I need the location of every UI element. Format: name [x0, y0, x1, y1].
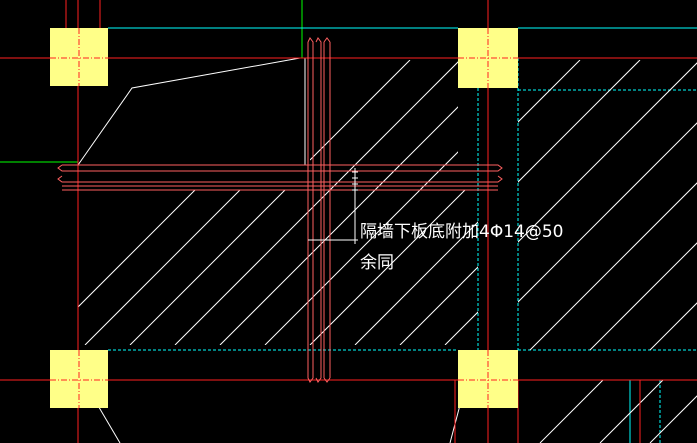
column-bottom-left[interactable]	[50, 350, 108, 408]
ucs-lines	[0, 0, 303, 163]
rebar-annotation-note: 余同	[360, 253, 394, 273]
column-top-left[interactable]	[50, 28, 108, 86]
opening-outline	[77, 57, 306, 166]
rebar-vertical	[307, 37, 331, 383]
column-top-right[interactable]	[458, 28, 518, 88]
slab-hatch-right	[518, 60, 697, 350]
rebar-annotation: 隔墙下板底附加4Φ14@50	[360, 222, 563, 242]
column-bottom-right[interactable]	[458, 350, 518, 408]
slab-hatch-bottom	[539, 380, 697, 443]
annotation-leader	[308, 168, 358, 244]
slab-hatch-left	[78, 190, 478, 345]
slab-hatch-top	[310, 60, 458, 190]
rebar-horizontal	[57, 164, 503, 191]
bottom-left-leader	[79, 374, 461, 443]
